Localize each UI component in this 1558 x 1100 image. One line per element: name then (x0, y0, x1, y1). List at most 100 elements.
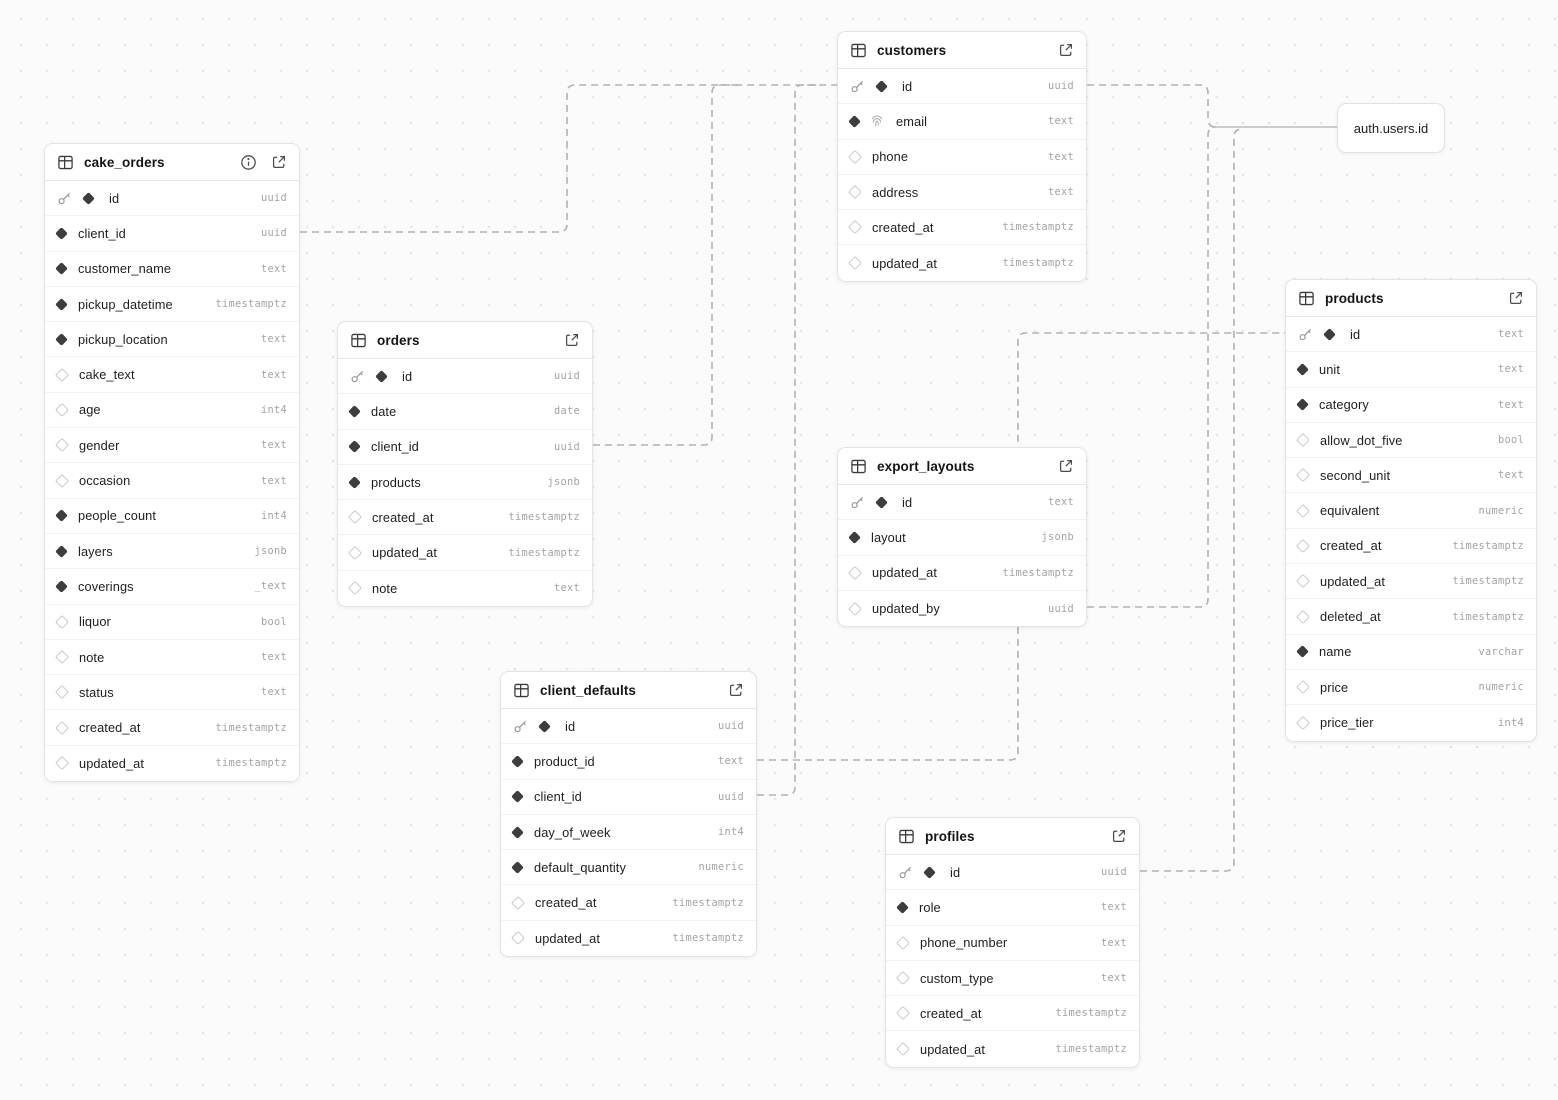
nullable-diamond-icon (1295, 538, 1311, 553)
info-icon[interactable] (240, 154, 257, 171)
required-diamond-icon (875, 495, 888, 509)
external-link-icon[interactable] (1111, 828, 1127, 844)
column-icons (847, 220, 863, 235)
column-icons (1295, 503, 1311, 518)
auth-users-id-node[interactable]: auth.users.id (1337, 103, 1445, 153)
table-header-customers[interactable]: customers (838, 32, 1086, 69)
external-link-icon[interactable] (1058, 42, 1074, 58)
table-header-profiles[interactable]: profiles (886, 818, 1139, 855)
column-icons (54, 720, 70, 735)
column-type: text (1048, 496, 1074, 509)
nullable-diamond-icon (347, 545, 363, 560)
table-header-products[interactable]: products (1286, 280, 1536, 317)
external-link-icon[interactable] (271, 154, 287, 170)
column-type: uuid (718, 790, 744, 803)
external-link-icon[interactable] (728, 682, 744, 698)
table-header-client_defaults[interactable]: client_defaults (501, 672, 756, 709)
column-name: phone (872, 149, 909, 165)
column-row-cake_orders-coverings[interactable]: coverings_text (45, 569, 299, 605)
external-link-icon[interactable] (1508, 290, 1524, 306)
relationship-edge-profiles.id->auth.users.id (1140, 128, 1243, 872)
table-icon (350, 332, 367, 349)
nullable-diamond-icon (847, 220, 863, 235)
column-icons (895, 970, 911, 986)
table-header-export_layouts[interactable]: export_layouts (838, 448, 1086, 485)
column-icons (54, 402, 70, 417)
relationship-edge-client_defaults.client_id->customers.id (757, 84, 818, 796)
external-link-icon[interactable] (1058, 458, 1074, 474)
table-header-cake_orders[interactable]: cake_orders (45, 144, 299, 181)
column-icons (1295, 715, 1311, 730)
table-header-orders[interactable]: orders (338, 322, 592, 359)
external-link-icon[interactable] (564, 332, 580, 348)
column-icons (847, 601, 863, 616)
